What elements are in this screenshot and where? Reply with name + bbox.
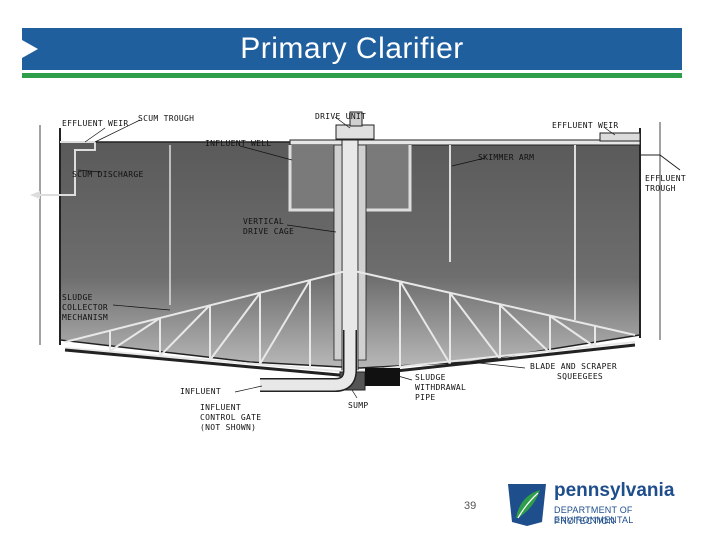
label-effluent-trough-2: TROUGH xyxy=(645,184,676,193)
label-sump: SUMP xyxy=(348,401,368,410)
label-effluent-weir-left: EFFLUENT WEIR xyxy=(62,119,129,128)
label-blade-scraper-1: BLADE AND SCRAPER xyxy=(530,362,617,371)
label-vertical-drive-cage-2: DRIVE CAGE xyxy=(243,227,294,236)
label-influent: INFLUENT xyxy=(180,387,221,396)
label-influent-gate-2: CONTROL GATE xyxy=(200,413,261,422)
page-number: 39 xyxy=(464,500,477,512)
label-effluent-trough-1: EFFLUENT xyxy=(645,174,686,183)
label-sludge-collector-2: COLLECTOR xyxy=(62,303,108,312)
logo-line-1: DEPARTMENT OF ENVIRONMENTAL xyxy=(554,505,634,525)
pa-dep-logo: pennsylvania DEPARTMENT OF ENVIRONMENTAL… xyxy=(504,478,714,530)
label-skimmer-arm: SKIMMER ARM xyxy=(478,153,534,162)
label-sludge-withdrawal-3: PIPE xyxy=(415,393,435,402)
label-sludge-collector-3: MECHANISM xyxy=(62,313,108,322)
slide-title: Primary Clarifier xyxy=(240,32,464,65)
label-blade-scraper-2: SQUEEGEES xyxy=(557,372,603,381)
label-influent-gate-1: INFLUENT xyxy=(200,403,241,412)
label-sludge-withdrawal-1: SLUDGE xyxy=(415,373,446,382)
drive-unit xyxy=(335,124,375,140)
effluent-weir-right xyxy=(599,132,641,142)
label-sludge-withdrawal-2: WITHDRAWAL xyxy=(415,383,466,392)
sludge-withdrawal-pipe xyxy=(365,368,400,386)
label-influent-well: INFLUENT WELL xyxy=(205,139,272,148)
label-sludge-collector-1: SLUDGE xyxy=(62,293,93,302)
label-drive-unit: DRIVE UNIT xyxy=(315,112,366,121)
label-influent-gate-3: (NOT SHOWN) xyxy=(200,423,256,432)
title-underline xyxy=(22,73,682,78)
label-scum-trough: SCUM TROUGH xyxy=(138,114,194,123)
label-effluent-weir-right: EFFLUENT WEIR xyxy=(552,121,619,130)
label-scum-discharge: SCUM DISCHARGE xyxy=(72,170,144,179)
keystone-leaf-icon xyxy=(508,484,546,526)
scum-trough xyxy=(60,141,96,170)
bridge xyxy=(289,139,641,146)
logo-wordmark: pennsylvania xyxy=(554,480,675,501)
title-arrow-icon xyxy=(22,40,38,58)
scum-discharge-pipe xyxy=(35,165,76,196)
title-bar: Primary Clarifier xyxy=(22,28,682,70)
logo-line-2: PROTECTION xyxy=(554,516,616,526)
label-vertical-drive-cage-1: VERTICAL xyxy=(243,217,284,226)
